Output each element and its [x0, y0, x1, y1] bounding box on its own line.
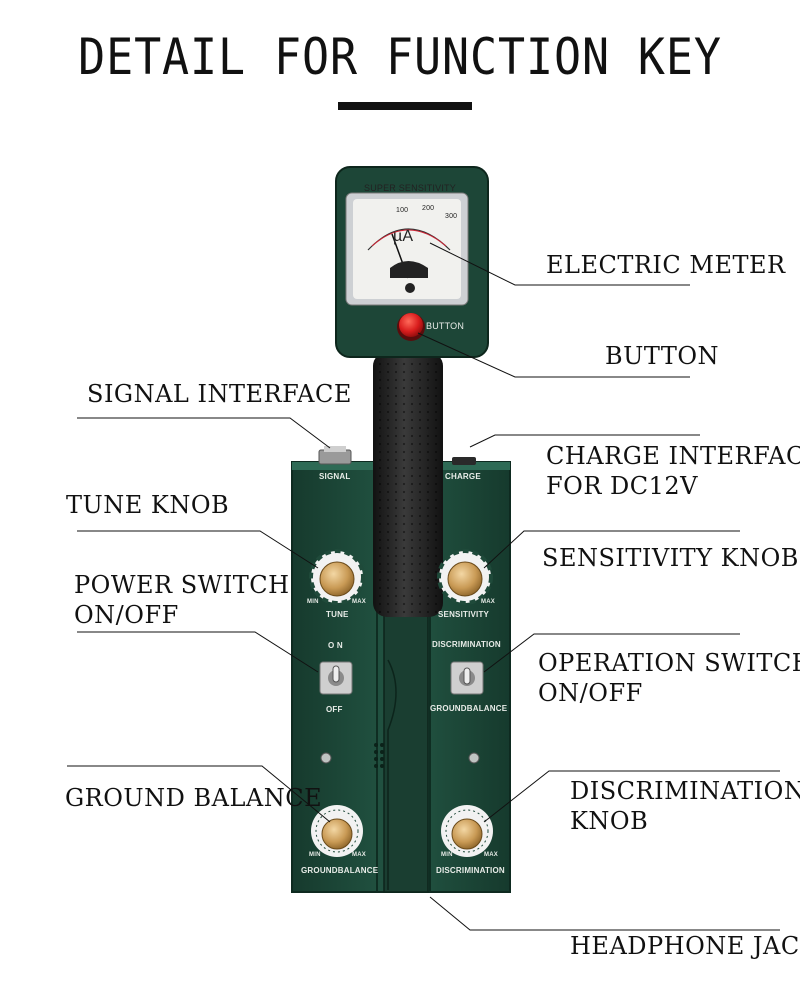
label-discrimination-knob-line1: DISCRIMINATION [570, 777, 800, 805]
charge-connector [452, 457, 476, 465]
page-title: DETAIL FOR FUNCTION KEY [78, 28, 722, 86]
label-tune-knob: TUNE KNOB [66, 491, 230, 519]
discrimination-bottom-caption: DISCRIMINATION [436, 866, 505, 875]
discrimination-knob [441, 805, 493, 857]
label-discrimination-knob-line2: KNOB [570, 807, 649, 835]
meter-unit-text: µA [393, 228, 414, 245]
red-button [397, 313, 425, 341]
panel-screws [320, 752, 480, 764]
ground-balance-knob [311, 805, 363, 857]
off-caption: OFF [326, 705, 343, 714]
tune-min-caption: MIN [307, 599, 319, 605]
power-toggle-switch [319, 661, 353, 695]
label-operation-switch: OPERATION SWITCH ON/OFF [538, 648, 800, 708]
tune-knob [309, 549, 365, 605]
label-power-switch: POWER SWITCH ON/OFF [74, 570, 290, 630]
button-caption: BUTTON [426, 321, 465, 331]
title-underline [338, 102, 472, 110]
label-ground-balance: GROUND BALANCE [65, 784, 323, 812]
label-charge-interface: CHARGE INTERFACE FOR DC12V [546, 441, 800, 501]
operation-toggle-switch [450, 661, 484, 695]
meter-brand-text: SUPER SENSITIVITY [364, 183, 456, 193]
label-operation-switch-line2: ON/OFF [538, 679, 643, 707]
on-caption: O N [328, 641, 343, 650]
ground-balance-mid-caption: GROUNDBALANCE [430, 704, 508, 713]
label-electric-meter: ELECTRIC METER [546, 251, 786, 279]
discrimination-top-caption: DISCRIMINATION [432, 640, 501, 649]
meter-head [335, 166, 489, 358]
label-operation-switch-line1: OPERATION SWITCH [538, 649, 800, 677]
label-headphone-jack: HEADPHONE JACK [570, 932, 800, 960]
leader-lines [67, 242, 780, 931]
label-charge-interface-line1: CHARGE INTERFACE [546, 442, 800, 470]
meter-scale-200: 200 [422, 205, 435, 212]
ground-balance-bottom-caption: GROUNDBALANCE [301, 866, 379, 875]
disc-max-caption: MAX [484, 852, 498, 858]
disc-min-caption: MIN [441, 852, 453, 858]
tune-max-caption: MAX [352, 599, 366, 605]
label-sensitivity-knob: SENSITIVITY KNOB [542, 544, 799, 572]
signal-connector [318, 446, 352, 465]
signal-caption: SIGNAL [319, 472, 351, 481]
meter-scale-100: 100 [396, 207, 409, 214]
meter-scale-300: 300 [445, 213, 458, 220]
center-post [374, 611, 429, 893]
gb-max-caption: MAX [352, 852, 366, 858]
sensitivity-max-caption: MAX [481, 599, 495, 605]
sensitivity-caption: SENSITIVITY [438, 610, 490, 619]
label-button: BUTTON [605, 342, 719, 370]
label-power-switch-line1: POWER SWITCH [74, 571, 290, 599]
sensitivity-knob [437, 549, 493, 605]
label-signal-interface: SIGNAL INTERFACE [87, 380, 352, 408]
tune-caption: TUNE [326, 610, 349, 619]
label-power-switch-line2: ON/OFF [74, 601, 179, 629]
label-charge-interface-line2: FOR DC12V [546, 472, 699, 500]
label-discrimination-knob: DISCRIMINATION KNOB [570, 776, 800, 836]
charge-caption: CHARGE [445, 472, 481, 481]
handle-grip [373, 352, 443, 617]
gb-min-caption: MIN [309, 852, 321, 858]
